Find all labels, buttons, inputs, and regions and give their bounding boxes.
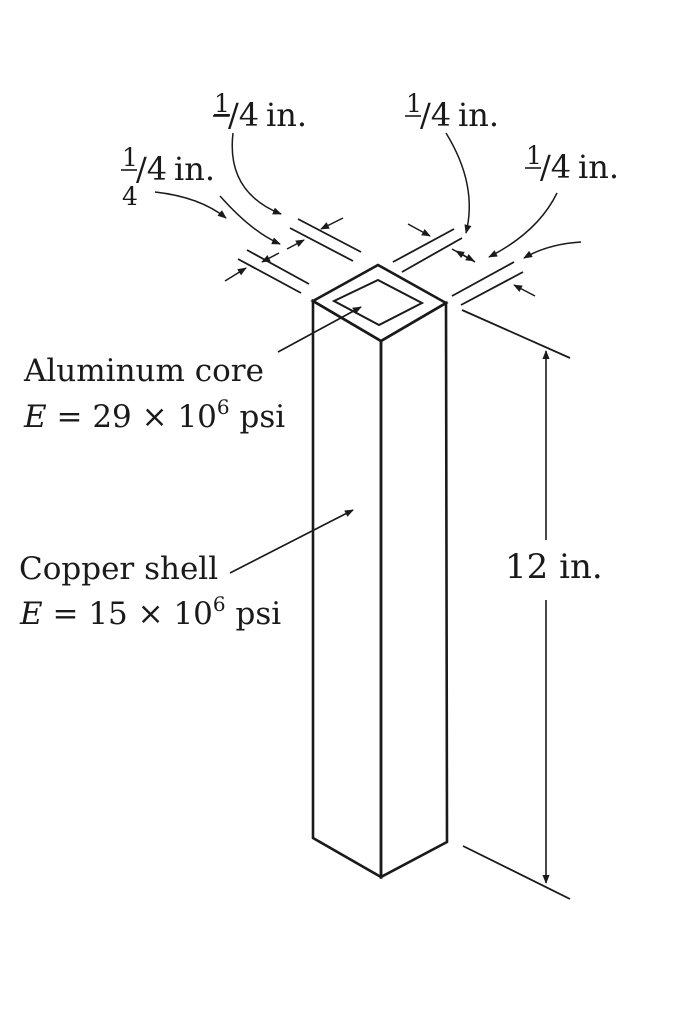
- height-label: 12 in.: [505, 547, 603, 587]
- aluminum-core-label: Aluminum core E = 29 × 106 psi: [23, 353, 285, 435]
- shell-leader: [229, 509, 354, 574]
- arrow-core-left-b: [320, 217, 344, 230]
- arrow-right-top-c: [455, 250, 476, 263]
- fraction-denominator: 4: [122, 182, 138, 211]
- label-quarter-inch-top-left: 1 /4 in. 4: [121, 143, 215, 211]
- ext-line-right-wall-b: [460, 271, 524, 306]
- column-body: [310, 263, 449, 880]
- fraction-slash-denominator: /4: [420, 96, 451, 134]
- fraction-slash-denominator: /4: [228, 96, 259, 134]
- shell-name: Copper shell: [19, 551, 218, 587]
- ext-line-core-left-a: [289, 227, 354, 262]
- fraction-numerator: 1: [526, 141, 542, 170]
- ext-line-right-top-a: [392, 228, 455, 263]
- unit-text: in.: [578, 148, 619, 186]
- arrow-left-wall-outer: [224, 267, 247, 282]
- core-name: Aluminum core: [23, 353, 264, 389]
- leader-arrows: [154, 132, 582, 259]
- leader-top-right: [488, 192, 558, 258]
- unit-text: in.: [266, 96, 307, 134]
- leader-top-left: [154, 191, 227, 219]
- column-left-face: [311, 298, 383, 880]
- thickness-extension-lines: [237, 218, 524, 306]
- material-leaders: [229, 306, 362, 574]
- unit-text: in.: [174, 150, 215, 188]
- leader-right-wall: [523, 241, 582, 259]
- label-quarter-inch-top-right: 1 /4 in.: [525, 141, 619, 186]
- ext-line-right-top-b: [401, 237, 463, 273]
- unit-text: in.: [458, 96, 499, 134]
- extension-line-bottom: [462, 845, 571, 900]
- copper-shell-label: Copper shell E = 15 × 106 psi: [19, 551, 281, 632]
- fraction-numerator: 1: [122, 143, 138, 172]
- ext-line-left-outer: [237, 258, 302, 294]
- fraction-slash: /4: [136, 150, 167, 188]
- shell-modulus: E = 15 × 106 psi: [19, 592, 281, 632]
- fraction-numerator: 1: [214, 89, 230, 118]
- ext-line-right-wall-a: [451, 261, 515, 297]
- height-dimension: 12 in.: [461, 309, 603, 900]
- arrow-core-left-a: [286, 239, 305, 250]
- extension-line-top: [461, 309, 571, 359]
- fraction-slash-denominator: /4: [540, 148, 571, 186]
- aluminum-core-square: [331, 278, 425, 327]
- arrow-right-wall: [513, 284, 536, 297]
- arrow-right-top-a: [407, 223, 431, 237]
- core-leader: [277, 306, 362, 353]
- label-quarter-inch-top-center-right: 1 /4 in.: [405, 89, 499, 134]
- ext-line-left-inner: [246, 249, 310, 285]
- leader-top-center-right: [445, 132, 472, 234]
- column-right-face: [379, 300, 449, 880]
- core-modulus: E = 29 × 106 psi: [23, 395, 285, 435]
- arrow-left-wall-inner: [261, 252, 280, 263]
- label-quarter-inch-top-center-left: 1 /4 in.: [213, 89, 307, 134]
- leader-top-left-2: [219, 195, 281, 245]
- leader-top-center-left: [231, 132, 282, 215]
- fraction-numerator: 1: [406, 89, 422, 118]
- column-top-face: [310, 263, 449, 343]
- ext-line-core-left-b: [297, 218, 362, 253]
- thickness-arrows: [224, 217, 536, 297]
